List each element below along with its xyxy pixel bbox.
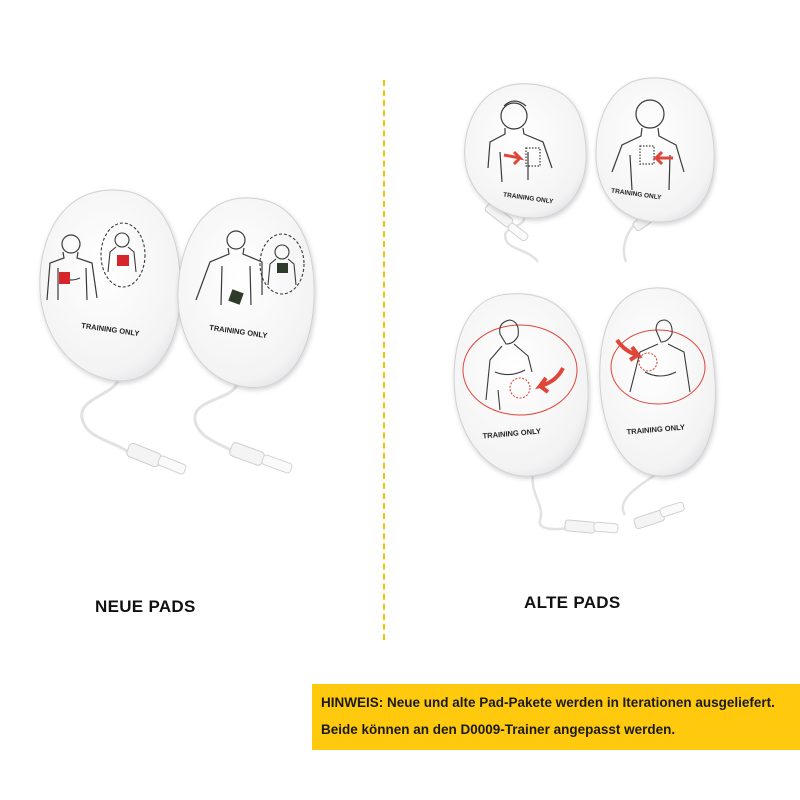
placement-circle [610,329,706,405]
group-divider [383,80,385,640]
notice-box: HINWEIS: Neue und alte Pad-Pakete werden… [312,684,800,750]
electrode-marker-green [228,289,244,305]
child-front-figure-icon [487,100,553,183]
pad-child-back-old [595,77,715,223]
child-back-figure-icon [611,99,685,191]
pad-connector [229,442,293,474]
notice-line-1: HINWEIS: Neue und alte Pad-Pakete werden… [321,695,775,710]
pad-connector [659,501,685,518]
pad-cable [193,384,239,454]
pad-connector [507,222,529,242]
caption-new-pads: NEUE PADS [95,597,196,616]
pad-cable [503,214,540,263]
electrode-marker-red [117,255,129,266]
pad-adult-child-new-1 [39,189,181,382]
pad-cable [80,377,133,457]
electrode-marker-red [59,272,70,284]
pad-child-front-old [464,83,587,219]
placement-circle [462,324,578,416]
pad-connector [593,521,619,534]
pad-adult-side-old [453,293,589,477]
pad-adult-front-old [599,287,716,477]
pad-cable [621,473,656,516]
pad-connector [126,442,187,475]
adult-figure-icon [195,230,263,306]
direction-arrow-icon [652,150,673,166]
notice-line-2: Beide können an den D0009-Trainer angepa… [321,722,676,737]
adult-figure-icon [46,234,98,301]
child-figure-icon [100,222,146,288]
adult-side-figure-icon [485,319,533,411]
adult-front-figure-icon [629,319,691,393]
electrode-marker-green [277,263,288,273]
direction-arrow-icon [503,150,525,166]
caption-old-pads: ALTE PADS [524,593,621,612]
direction-arrow-icon [535,367,565,394]
direction-arrow-icon [615,338,643,362]
pad-connector [564,519,596,534]
child-figure-icon [259,233,305,295]
pad-cable [531,473,569,531]
